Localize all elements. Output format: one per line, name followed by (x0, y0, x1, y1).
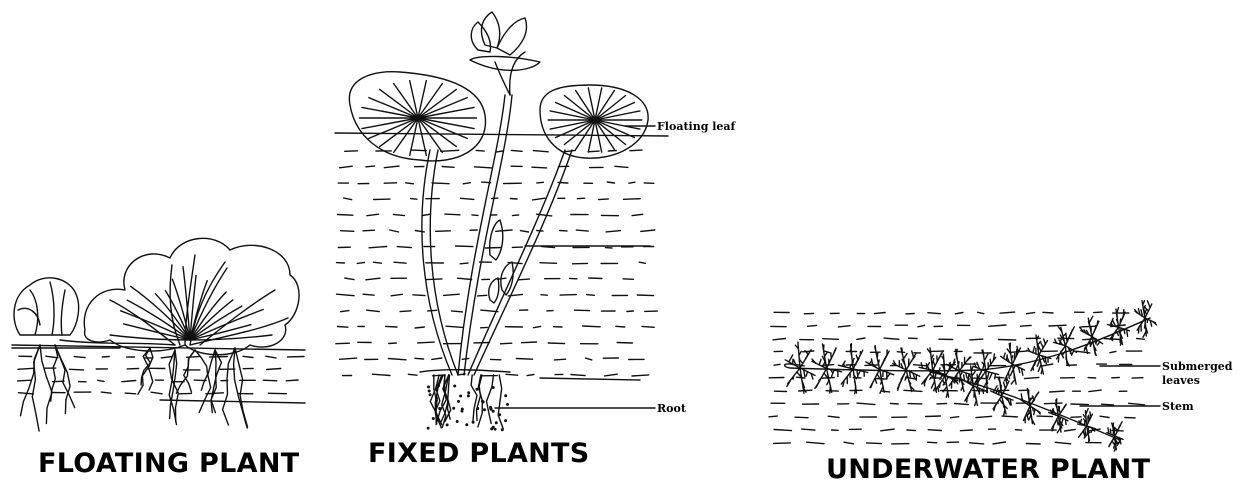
root-label: Root (657, 402, 687, 415)
underwater-plant-caption: UNDERWATER PLANT (826, 454, 1150, 485)
underwater-stems (785, 318, 1150, 440)
underwater-plant-illustration (769, 301, 1160, 452)
floating-water-lines (12, 345, 305, 403)
floating-leaf-label: Floating leaf (657, 120, 737, 133)
lotus-flower (470, 12, 540, 95)
lotus-roots (420, 370, 510, 431)
small-bud (14, 278, 79, 335)
fixed-water-lines (335, 133, 668, 380)
floating-plant-illustration (12, 238, 305, 431)
submerged-leaves (785, 301, 1156, 452)
fixed-plant-illustration (335, 12, 668, 431)
floating-plant-caption: FLOATING PLANT (38, 448, 299, 479)
rosette-leaves (84, 238, 299, 354)
lotus-leaves (349, 72, 648, 161)
submerged-leaves-label-line2: leaves (1162, 374, 1200, 387)
fixed-plants-caption: FIXED PLANTS (368, 438, 590, 469)
stem-label: Stem (1162, 400, 1194, 413)
lotus-buds (489, 220, 513, 303)
submerged-leaves-label-line1: Submerged (1162, 360, 1233, 373)
